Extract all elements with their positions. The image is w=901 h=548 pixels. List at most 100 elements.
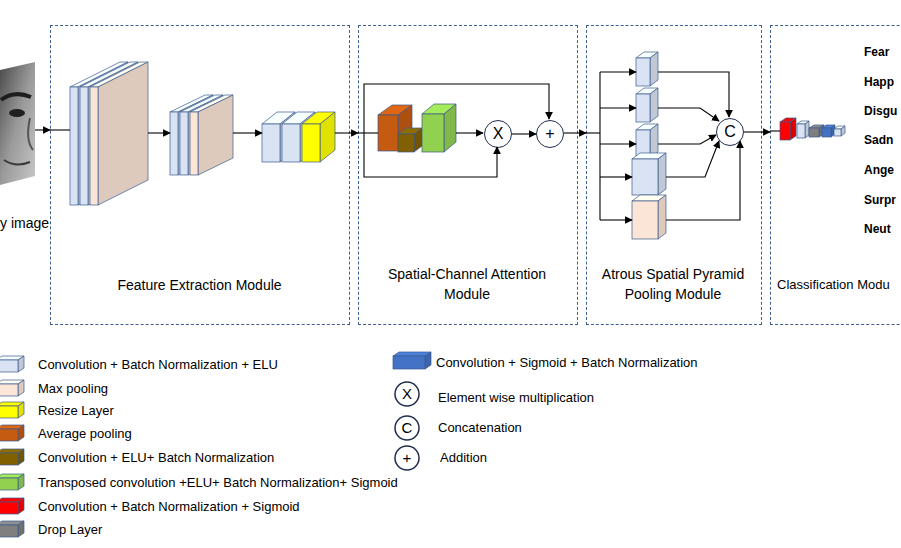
block-front	[0, 360, 18, 372]
layer-block	[632, 153, 666, 195]
block-side	[805, 121, 809, 138]
block-front	[302, 124, 320, 162]
layer-block	[170, 95, 213, 175]
block-front	[190, 112, 198, 175]
legend-text: Convolution + Batch Normalization + ELU	[38, 357, 278, 373]
block-top	[797, 121, 809, 124]
module-title: Feature Extraction Module	[51, 275, 348, 295]
wire	[586, 132, 600, 133]
wire	[666, 141, 719, 177]
legend-symbol-circle	[395, 416, 419, 440]
block-side	[198, 95, 233, 175]
block-front	[180, 112, 188, 175]
block-front	[170, 112, 178, 175]
block-top	[170, 95, 213, 112]
wire	[600, 219, 632, 220]
block-top	[90, 62, 148, 87]
legend-swatch	[0, 474, 24, 490]
mouth-line	[4, 160, 30, 165]
block-top	[398, 128, 422, 134]
class-name: Neut	[864, 221, 891, 237]
block-top	[80, 62, 138, 87]
wire	[233, 132, 262, 133]
wire	[658, 72, 729, 117]
block-side	[650, 52, 658, 86]
layer-block	[90, 62, 148, 205]
layer-block	[70, 62, 128, 205]
block-front	[70, 87, 78, 205]
block-side	[18, 521, 24, 537]
layer-block	[80, 62, 138, 205]
block-side	[444, 104, 456, 152]
layer-block	[780, 118, 796, 140]
wire	[364, 84, 549, 133]
class-name: Happ	[864, 74, 894, 90]
module-box: Atrous Spatial Pyramid Pooling ModuleC	[586, 25, 762, 325]
block-top	[282, 112, 315, 124]
legend-symbol: X	[395, 386, 419, 402]
block-side	[300, 112, 315, 162]
block-top	[632, 195, 666, 201]
layer-block	[190, 95, 233, 175]
block-side	[18, 402, 24, 418]
flow-arrow	[512, 133, 536, 134]
class-name: Fear	[864, 44, 889, 60]
module-box: Feature Extraction Module	[50, 25, 350, 325]
operation-circle: C	[716, 118, 744, 146]
block-top	[262, 112, 295, 124]
block-front	[809, 128, 819, 137]
wire	[600, 143, 636, 144]
legend-text: Addition	[440, 450, 487, 466]
block-side	[790, 118, 796, 140]
block-top	[632, 153, 666, 159]
operation-circle: X	[484, 120, 512, 148]
block-top	[302, 112, 335, 124]
layer-block	[636, 88, 658, 122]
legend-swatch	[0, 498, 24, 514]
eye	[9, 109, 25, 117]
layer-block	[834, 126, 845, 136]
wire	[599, 72, 600, 220]
block-front	[422, 114, 444, 152]
operator-symbol: +	[537, 121, 563, 147]
class-name: Surpr	[864, 192, 896, 208]
legend-text: Element wise multiplication	[438, 390, 594, 406]
layer-block	[422, 104, 456, 152]
legend-symbol-circle	[395, 446, 419, 470]
legend-text: Convolution + ELU+ Batch Normalization	[38, 450, 274, 466]
wire	[358, 132, 378, 133]
block-side	[18, 498, 24, 514]
flow-arrow	[564, 132, 586, 133]
block-front	[0, 525, 18, 537]
wire	[456, 132, 483, 133]
legend-text: Convolution + Batch Normalization + Sigm…	[38, 499, 300, 515]
layer-block	[398, 128, 422, 152]
block-front	[0, 406, 18, 418]
block-top	[0, 425, 24, 429]
block-side	[18, 425, 24, 441]
block-front	[780, 122, 790, 140]
block-front	[797, 124, 805, 138]
block-front	[398, 134, 414, 152]
block-top	[834, 126, 845, 129]
layer-block	[282, 112, 315, 162]
class-name: Ange	[864, 162, 894, 178]
block-front	[834, 129, 841, 136]
block-side	[658, 153, 666, 195]
nose-shadow	[28, 118, 33, 150]
block-top	[0, 402, 24, 406]
block-top	[0, 380, 24, 384]
legend-symbol: C	[395, 420, 419, 436]
legend-swatch	[0, 380, 24, 396]
wire	[148, 132, 170, 133]
class-name: Disgu	[864, 103, 897, 119]
wire	[50, 129, 70, 130]
flow-arrow	[744, 131, 770, 132]
block-side	[320, 112, 335, 162]
wire	[364, 133, 497, 177]
wire	[658, 135, 716, 144]
input-image: y image	[0, 62, 35, 185]
legend-swatch	[0, 449, 24, 465]
block-top	[636, 52, 658, 58]
block-side	[78, 62, 128, 205]
